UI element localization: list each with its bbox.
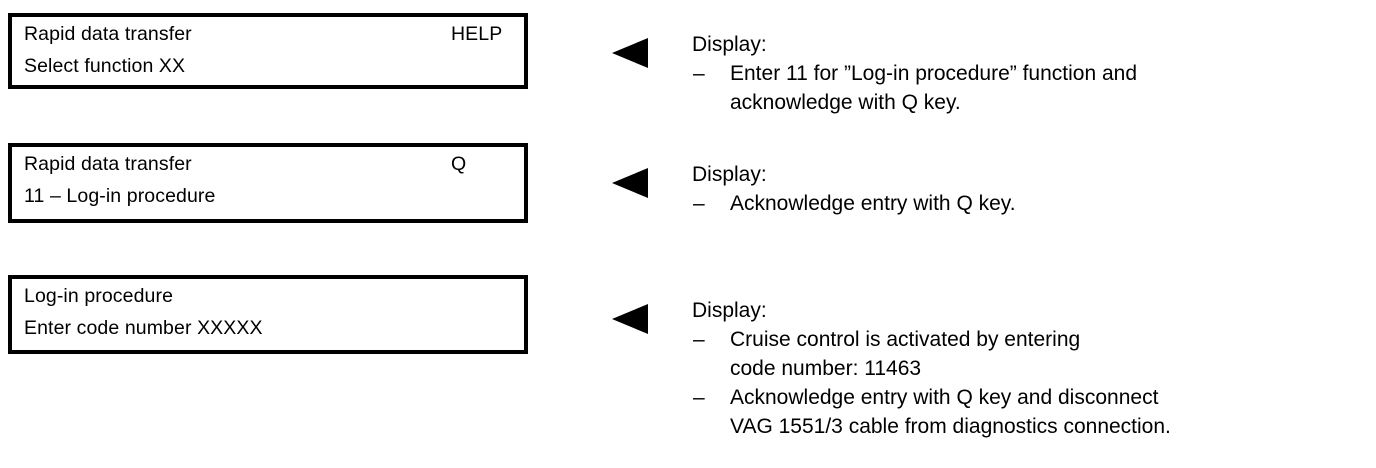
note-item: – Enter 11 for ”Log-in procedure” functi… (692, 59, 1376, 117)
display-line-1-left: Rapid data transfer (24, 153, 192, 175)
note-item: – Acknowledge entry with Q key and disco… (692, 383, 1376, 441)
note-heading: Display: (692, 33, 767, 56)
note-item-line: Enter 11 for ”Log-in procedure” function… (730, 62, 1138, 85)
display-box-log-in-procedure: Rapid data transfer Q 11 – Log-in proced… (8, 143, 528, 223)
display-softkey-help[interactable]: HELP (451, 23, 503, 45)
note-body: Display: – Cruise control is activated b… (692, 296, 1376, 441)
note-item-line: Acknowledge entry with Q key. (730, 192, 1016, 215)
bullet-dash: – (693, 192, 705, 215)
bullet-dash: – (693, 386, 705, 409)
display-line-1: Log-in procedure (24, 285, 512, 308)
note-item: – Acknowledge entry with Q key. (692, 189, 1376, 218)
note-heading: Display: (692, 163, 767, 186)
note-item-line: code number: 11463 (730, 357, 922, 380)
left-triangle-pointer-icon (612, 304, 648, 334)
left-triangle-pointer-icon (612, 168, 648, 198)
display-line-2-left: Select function XX (24, 55, 186, 77)
note-item-line: Acknowledge entry with Q key and disconn… (730, 386, 1159, 409)
display-line-2-left: Enter code number XXXXX (24, 317, 263, 339)
display-line-1: Rapid data transfer Q (24, 153, 512, 176)
display-line-1: Rapid data transfer HELP (24, 23, 512, 46)
display-line-2: Enter code number XXXXX (24, 317, 512, 340)
note-body: Display: – Enter 11 for ”Log-in procedur… (692, 30, 1376, 117)
note-item: – Cruise control is activated by enterin… (692, 325, 1376, 383)
bullet-dash: – (693, 328, 705, 351)
display-line-1-left: Rapid data transfer (24, 23, 192, 45)
bullet-dash: – (693, 62, 705, 85)
left-triangle-pointer-icon (612, 38, 648, 68)
note-item-line: acknowledge with Q key. (730, 91, 961, 114)
note-body: Display: – Acknowledge entry with Q key. (692, 160, 1376, 218)
display-box-enter-code-number: Log-in procedure Enter code number XXXXX (8, 275, 528, 354)
display-box-select-function: Rapid data transfer HELP Select function… (8, 13, 528, 89)
display-line-2-left: 11 – Log-in procedure (24, 185, 216, 207)
display-softkey-q[interactable]: Q (451, 153, 467, 175)
note-item-line: Cruise control is activated by entering (730, 328, 1081, 351)
display-line-1-left: Log-in procedure (24, 285, 174, 307)
note-heading: Display: (692, 299, 767, 322)
display-line-2: Select function XX (24, 55, 512, 78)
display-line-2: 11 – Log-in procedure (24, 185, 512, 208)
note-item-line: VAG 1551/3 cable from diagnostics connec… (730, 415, 1171, 438)
